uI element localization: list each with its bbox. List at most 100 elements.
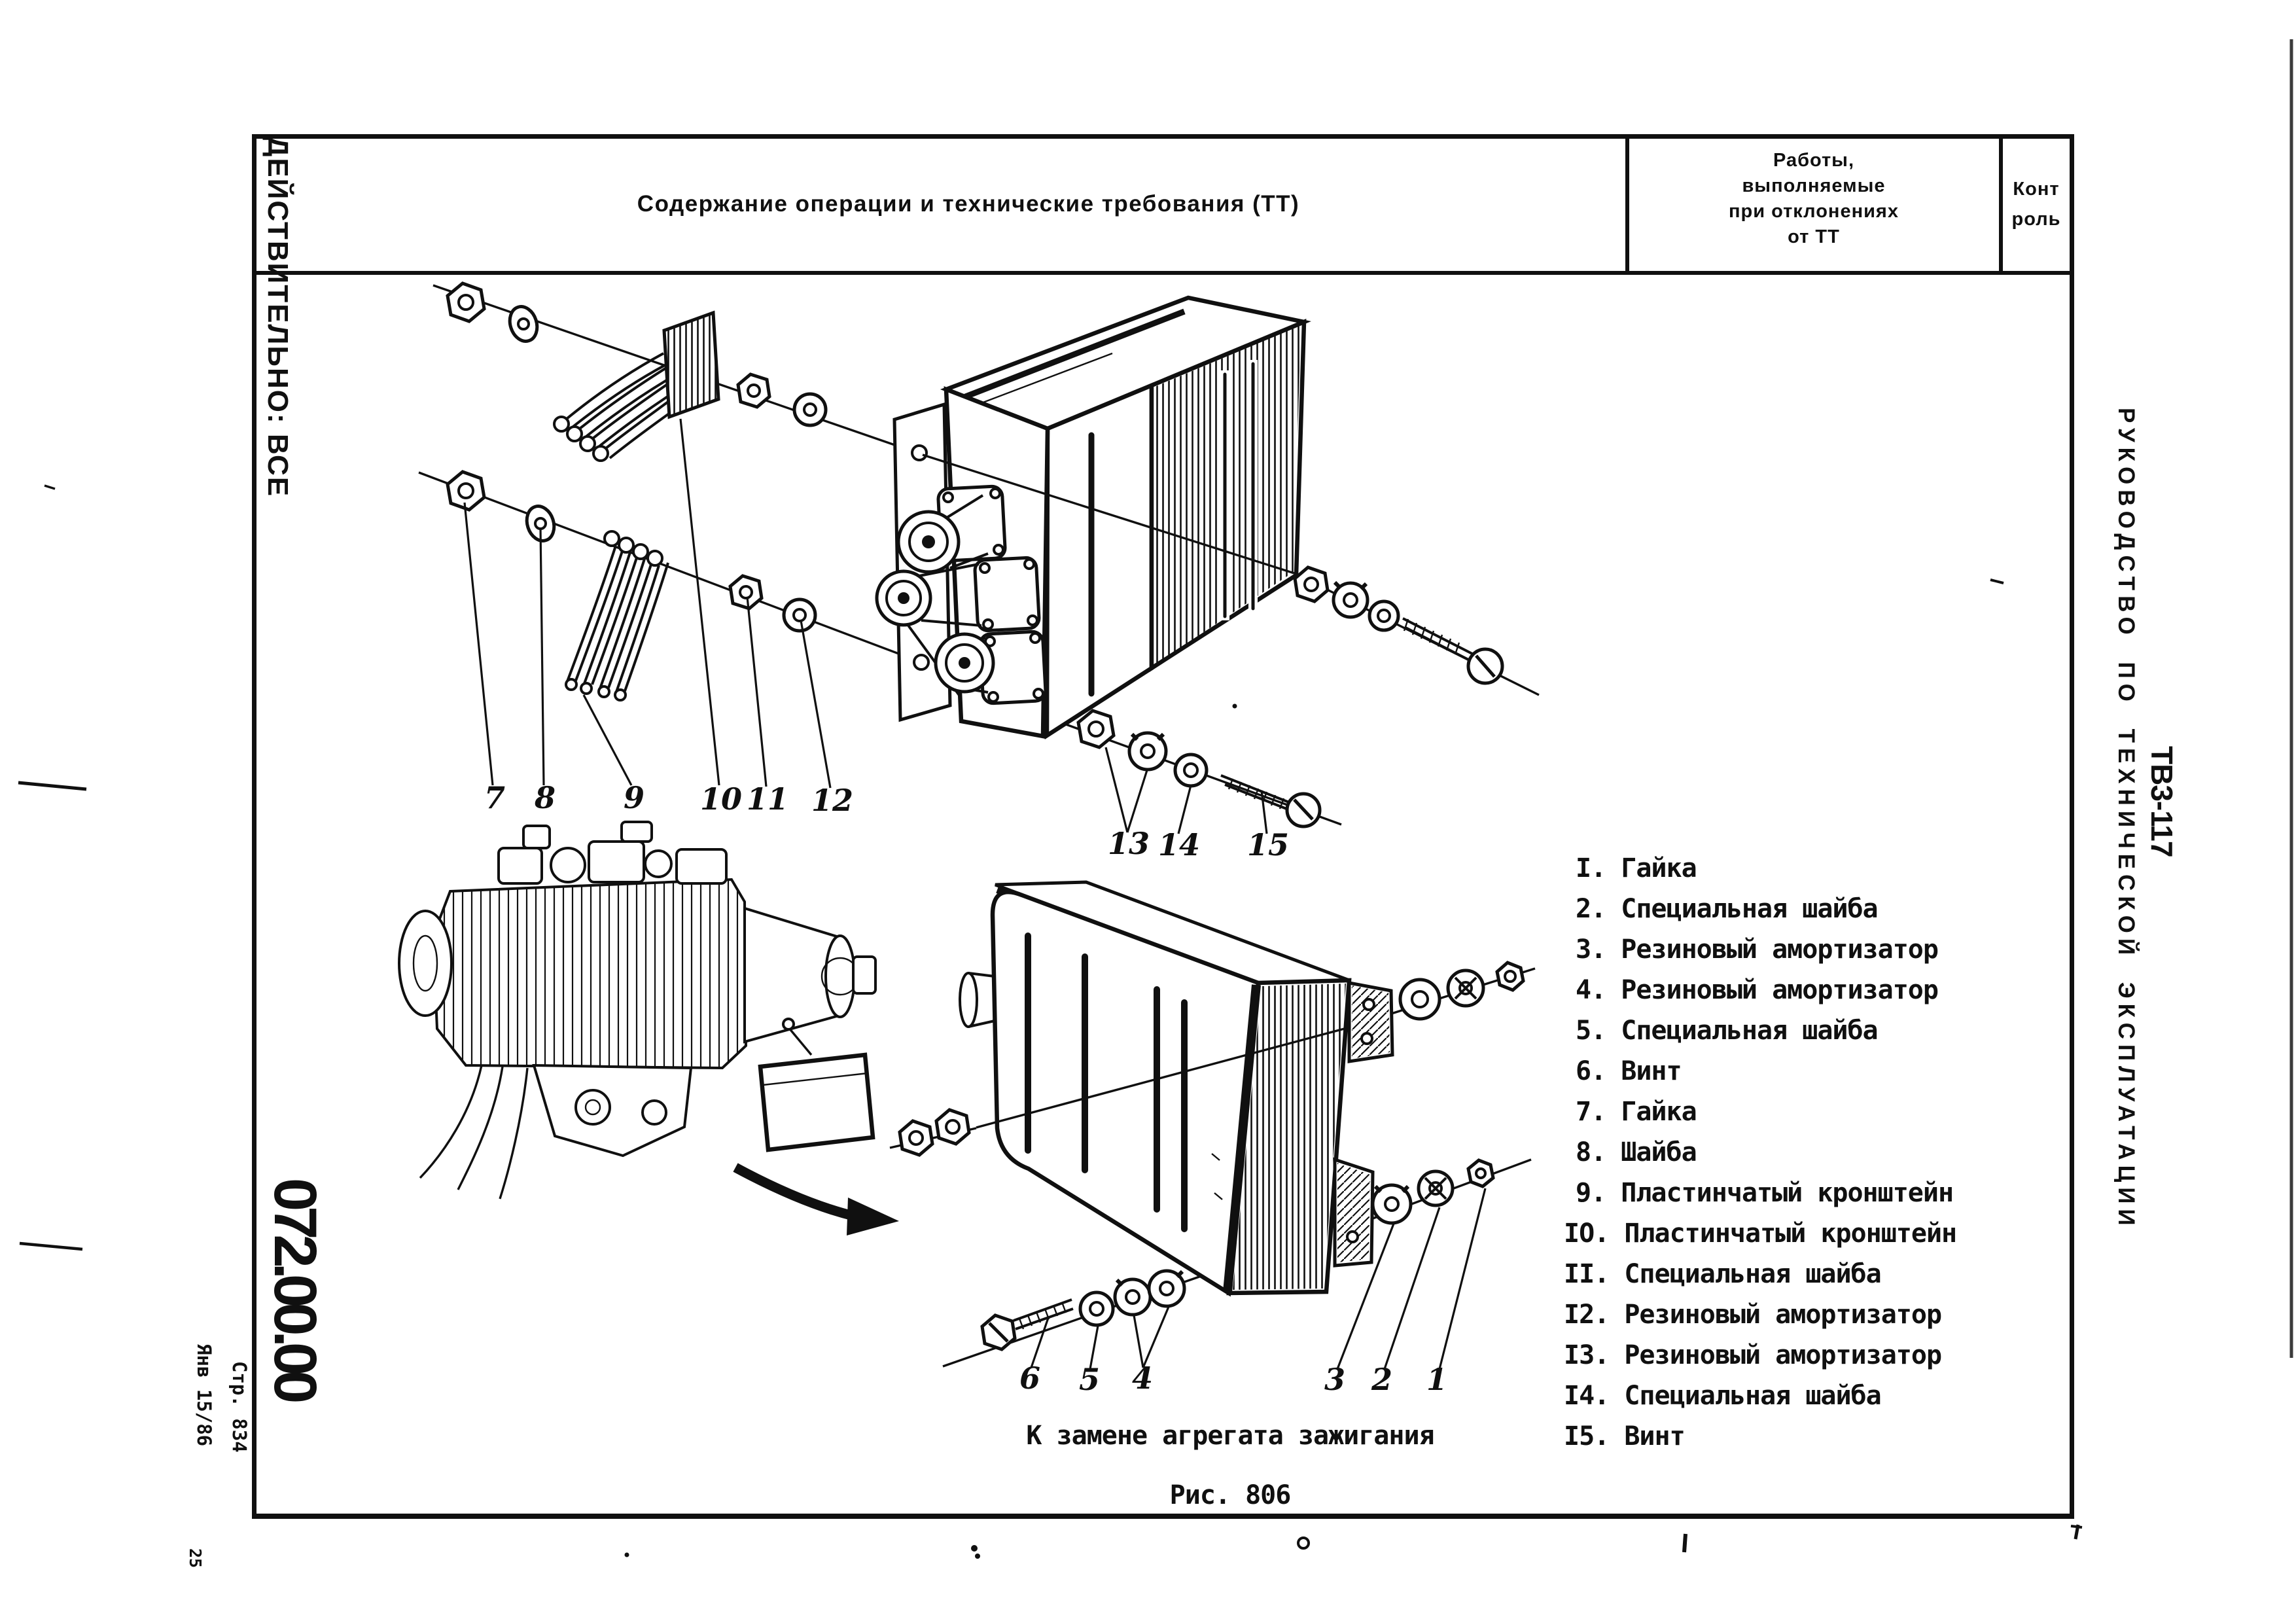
parts-list-item: 6. Винт — [1576, 1056, 1682, 1086]
speck — [1232, 703, 1237, 709]
validity-label: ДЕЙСТВИТЕЛЬНО: ВСЕ — [262, 136, 295, 497]
parts-list-item: 3. Резиновый амортизатор — [1576, 934, 1938, 965]
table-border-left — [252, 134, 256, 1519]
speck — [975, 1554, 980, 1559]
callout-2: 2 — [1371, 1362, 1392, 1397]
fastener-chain-top-right — [1293, 565, 1504, 685]
parts-list-item: 9. Пластинчатый кронштейн — [1576, 1178, 1953, 1208]
engine-gearbox-boss — [641, 1099, 667, 1126]
engine-accessory — [497, 847, 543, 885]
tiny-mark — [1214, 1192, 1223, 1200]
engine-gearbox — [532, 1063, 693, 1158]
parts-list-item: 5. Специальная шайба — [1576, 1016, 1878, 1046]
nut-7-hole — [457, 294, 474, 311]
fastener-chain-6-4 — [980, 1269, 1186, 1351]
connector-2 — [875, 556, 1041, 633]
header-row-divider — [252, 271, 2074, 275]
parts-list-item: IO. Пластинчатый кронштейн — [1564, 1218, 1956, 1249]
table-header: Содержание операции и технические требов… — [637, 150, 2060, 247]
header-col2-line1: Работы, — [1773, 150, 1854, 171]
fastener-chain-13-15 — [1076, 709, 1322, 828]
callout-12: 12 — [811, 783, 853, 818]
callout-5: 5 — [1079, 1362, 1100, 1397]
parts-list-item: I2. Резиновый амортизатор — [1564, 1300, 1941, 1330]
speck — [624, 1552, 629, 1557]
engine-accessory — [522, 825, 551, 849]
header-col1: Содержание операции и технические требов… — [637, 191, 1299, 217]
axis-line-through-box — [976, 1026, 1350, 1129]
ignition-unit-seam — [762, 1072, 868, 1086]
parts-list: I. Гайка 2. Специальная шайба 3. Резинов… — [1564, 853, 1957, 1451]
callout-10: 10 — [700, 781, 742, 817]
callout-leaders-bottom — [1030, 1188, 1487, 1370]
engine-intake-inner — [412, 934, 438, 992]
right-margin: РУКОВОДСТВО ПО ТЕХНИЧЕСКОЙ ЭКСПЛУАТАЦИИ … — [2113, 408, 2179, 1231]
engine-pipe — [419, 1065, 483, 1179]
connector-3 — [934, 630, 1048, 705]
plate-bracket-stack-lower — [565, 530, 669, 702]
parts-list-item: II. Специальная шайба — [1564, 1259, 1881, 1289]
fastener-chain-upper-right — [1398, 961, 1525, 1021]
parts-list-item: I4. Специальная шайба — [1564, 1381, 1881, 1411]
speck — [1990, 578, 2004, 584]
header-col2-line4: от ТТ — [1788, 226, 1840, 247]
callout-11: 11 — [747, 781, 788, 817]
screw-slot — [1293, 798, 1314, 821]
header-col2-line2: выполняемые — [1742, 175, 1885, 196]
engine-accessory — [620, 821, 653, 843]
box-side-face-white — [1044, 382, 1154, 739]
corner-number: 25 — [186, 1548, 205, 1568]
callout-13: 13 — [1108, 826, 1150, 861]
callout-6: 6 — [1019, 1360, 1040, 1396]
callout-14: 14 — [1158, 827, 1200, 862]
parts-list-item: I5. Винт — [1564, 1421, 1685, 1451]
speck — [1297, 1537, 1310, 1550]
engine-rear-cap — [824, 934, 856, 1018]
box-front-face — [990, 889, 1261, 1297]
engine-ribs — [433, 880, 746, 1068]
parts-list-item: I. Гайка — [1576, 853, 1697, 883]
screw-shank — [1405, 626, 1475, 664]
page-label: Стр. 834 — [228, 1361, 251, 1453]
location-arrow-shaft — [733, 1163, 855, 1221]
callout-1: 1 — [1426, 1362, 1447, 1397]
location-arrow-head — [847, 1198, 899, 1235]
manual-title: РУКОВОДСТВО ПО ТЕХНИЧЕСКОЙ ЭКСПЛУАТАЦИИ — [2113, 408, 2140, 1231]
callout-leaders-top — [463, 418, 1268, 834]
header-col3-line1: Конт — [2013, 179, 2059, 200]
fastener-chain-3-1 — [1371, 1158, 1495, 1225]
parts-list-item: I3. Резиновый амортизатор — [1564, 1340, 1941, 1370]
table-border-right — [2070, 134, 2074, 1519]
washer-8-hole — [517, 317, 530, 330]
engine-model: ТВ3-117 — [2145, 746, 2179, 857]
engine-accessory — [675, 848, 728, 885]
ignition-unit-box-bottom — [959, 880, 1394, 1297]
callout-3: 3 — [1324, 1362, 1345, 1397]
exploded-view-bottom: 6 5 4 3 2 1 — [889, 880, 1536, 1397]
callout-15: 15 — [1247, 827, 1289, 862]
figure-caption: К замене агрегата зажигания — [1026, 1421, 1434, 1451]
engine-gearbox-boss-inner — [584, 1099, 601, 1116]
exploded-view-top: 7 8 9 10 11 12 13 14 15 — [418, 281, 1540, 862]
task-code: 072.00.00 — [262, 1178, 328, 1402]
speck — [1682, 1533, 1687, 1553]
header-col-divider-2 — [1999, 134, 2003, 275]
engine-pipe — [499, 1067, 529, 1199]
ignition-unit-on-engine — [758, 1052, 875, 1152]
tiny-mark — [1211, 1153, 1220, 1161]
speck — [971, 1545, 978, 1552]
side-connector-stub — [959, 972, 978, 1028]
speck — [2070, 1525, 2083, 1529]
engine-accessory — [588, 840, 645, 883]
axis-line — [418, 471, 922, 664]
unit-link-line — [787, 1026, 813, 1056]
parts-list-item: 7. Гайка — [1576, 1097, 1697, 1127]
engine-drawing — [398, 821, 899, 1235]
date-label: Янв 15/86 — [193, 1343, 215, 1446]
callout-8: 8 — [534, 780, 556, 815]
engine-accessory — [550, 847, 586, 883]
callout-4: 4 — [1132, 1360, 1153, 1396]
margin-tick — [44, 484, 56, 490]
header-col-divider-1 — [1625, 134, 1629, 275]
header-col2-line3: при отклонениях — [1729, 201, 1899, 222]
